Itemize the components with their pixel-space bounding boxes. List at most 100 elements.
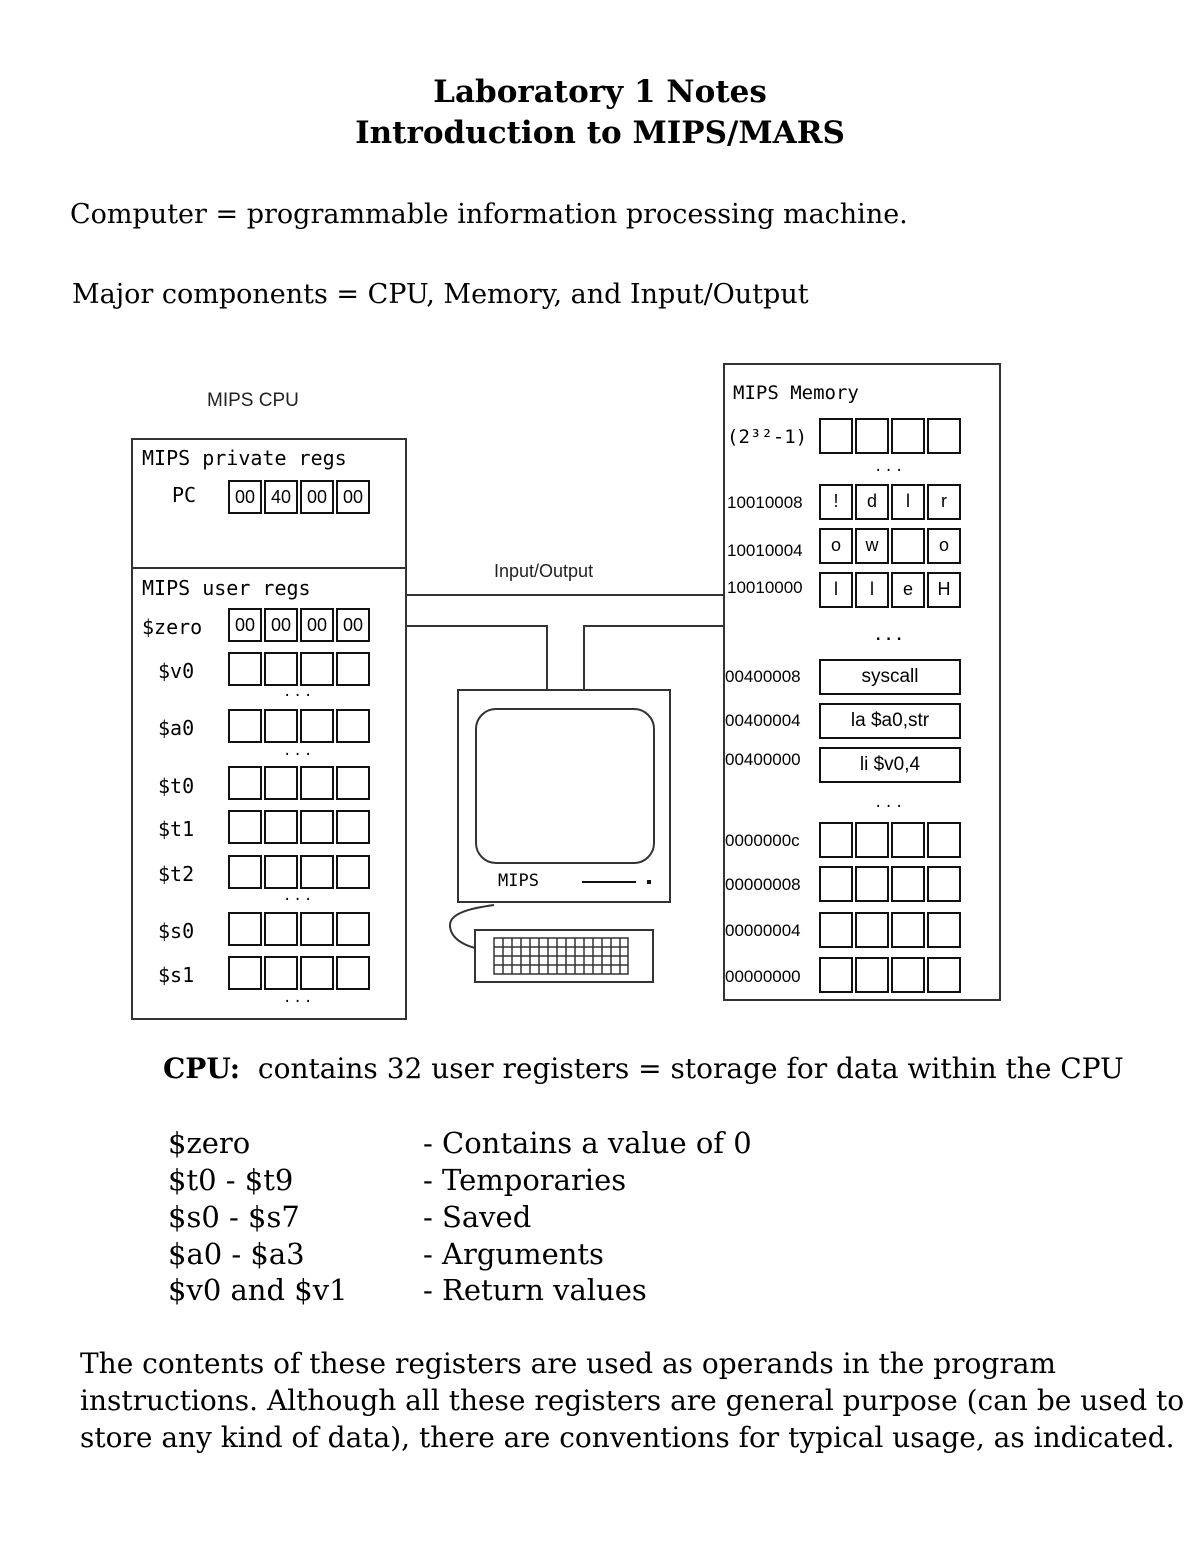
text-address: 00400004	[725, 711, 801, 730]
text-address: 00400008	[725, 667, 801, 686]
memory-to-computer-wire	[583, 625, 585, 690]
a0-label: $a0	[158, 716, 195, 740]
register-name: $t0 - $t9	[168, 1163, 294, 1197]
register-byte	[300, 652, 334, 686]
memory-byte: o	[819, 528, 853, 564]
memory-byte	[855, 822, 889, 858]
memory-byte: l	[891, 484, 925, 520]
pc-label: PC	[172, 483, 197, 507]
memory-address: 10010004	[727, 541, 803, 560]
v0-label: $v0	[158, 659, 195, 683]
memory-address: 0000000c	[725, 831, 800, 850]
pc-byte: 00	[336, 480, 370, 514]
register-byte	[228, 810, 262, 844]
register-byte	[336, 709, 370, 743]
memory-to-computer-wire	[583, 625, 724, 627]
register-byte	[300, 855, 334, 889]
memory-byte	[819, 418, 853, 454]
memory-byte	[891, 418, 925, 454]
memory-byte	[891, 822, 925, 858]
register-byte	[228, 709, 262, 743]
memory-byte	[927, 912, 961, 948]
zero-byte: 00	[264, 608, 298, 642]
register-byte	[300, 709, 334, 743]
ellipsis: ...	[283, 888, 315, 904]
pc-byte: 00	[300, 480, 334, 514]
t1-label: $t1	[158, 817, 195, 841]
register-name: $v0 and $v1	[168, 1273, 348, 1307]
register-name: $a0 - $a3	[168, 1237, 305, 1271]
memory-byte	[891, 912, 925, 948]
instruction-cell: syscall	[819, 659, 961, 695]
cpu-divider	[131, 567, 407, 569]
memory-address: 00000008	[725, 875, 801, 894]
register-byte	[264, 652, 298, 686]
cpu-caption: MIPS CPU	[207, 390, 299, 411]
register-byte	[228, 652, 262, 686]
register-byte	[228, 766, 262, 800]
closing-line-3: store any kind of data), there are conve…	[80, 1421, 1175, 1454]
zero-byte: 00	[228, 608, 262, 642]
memory-byte: l	[819, 572, 853, 608]
register-byte	[300, 956, 334, 990]
ellipsis: ...	[283, 684, 315, 700]
t2-label: $t2	[158, 862, 195, 886]
register-byte	[300, 912, 334, 946]
cpu-box	[131, 438, 407, 1020]
register-byte	[336, 810, 370, 844]
intro-line-1: Computer = programmable information proc…	[70, 199, 908, 230]
memory-byte	[927, 418, 961, 454]
memory-byte	[819, 957, 853, 993]
register-byte	[264, 912, 298, 946]
memory-byte: !	[819, 484, 853, 520]
cpu-to-computer-wire	[407, 625, 548, 627]
register-byte	[336, 912, 370, 946]
memory-byte: o	[927, 528, 961, 564]
register-byte	[264, 709, 298, 743]
intro-line-2: Major components = CPU, Memory, and Inpu…	[72, 279, 809, 310]
s0-label: $s0	[158, 919, 195, 943]
register-byte	[228, 956, 262, 990]
memory-byte	[891, 866, 925, 902]
ellipsis: ...	[874, 628, 906, 644]
memory-address: 10010000	[727, 578, 803, 597]
instruction-cell: li $v0,4	[819, 747, 961, 783]
memory-byte: d	[855, 484, 889, 520]
register-byte	[264, 855, 298, 889]
memory-title: MIPS Memory	[733, 382, 859, 404]
memory-byte	[819, 866, 853, 902]
ellipsis: ...	[283, 743, 315, 759]
memory-byte	[891, 957, 925, 993]
title-line-2: Introduction to MIPS/MARS	[355, 115, 845, 151]
memory-address: 10010008	[727, 493, 803, 512]
memory-byte: r	[927, 484, 961, 520]
memory-byte	[819, 912, 853, 948]
memory-byte: H	[927, 572, 961, 608]
memory-byte	[855, 912, 889, 948]
register-byte	[228, 912, 262, 946]
memory-byte	[855, 866, 889, 902]
memory-byte	[819, 822, 853, 858]
register-byte	[264, 956, 298, 990]
zero-byte: 00	[300, 608, 334, 642]
zero-byte: 00	[336, 608, 370, 642]
ellipsis: ...	[874, 459, 906, 475]
register-description: - Temporaries	[423, 1163, 627, 1197]
closing-line-1: The contents of these registers are used…	[80, 1347, 1056, 1380]
memory-byte: e	[891, 572, 925, 608]
memory-byte	[891, 528, 925, 564]
register-byte	[336, 855, 370, 889]
register-byte	[336, 652, 370, 686]
user-regs-title: MIPS user regs	[142, 576, 311, 600]
instruction-cell: la $a0,str	[819, 703, 961, 739]
text-address: 00400000	[725, 750, 801, 769]
memory-byte	[855, 418, 889, 454]
register-description: - Contains a value of 0	[423, 1126, 752, 1160]
cpu-summary: CPU: contains 32 user registers = storag…	[163, 1052, 1124, 1085]
computer-label: MIPS	[498, 871, 539, 891]
s1-label: $s1	[158, 963, 195, 987]
memory-byte	[927, 866, 961, 902]
memory-byte: l	[855, 572, 889, 608]
zero-label: $zero	[142, 615, 203, 639]
register-name: $zero	[168, 1126, 251, 1160]
